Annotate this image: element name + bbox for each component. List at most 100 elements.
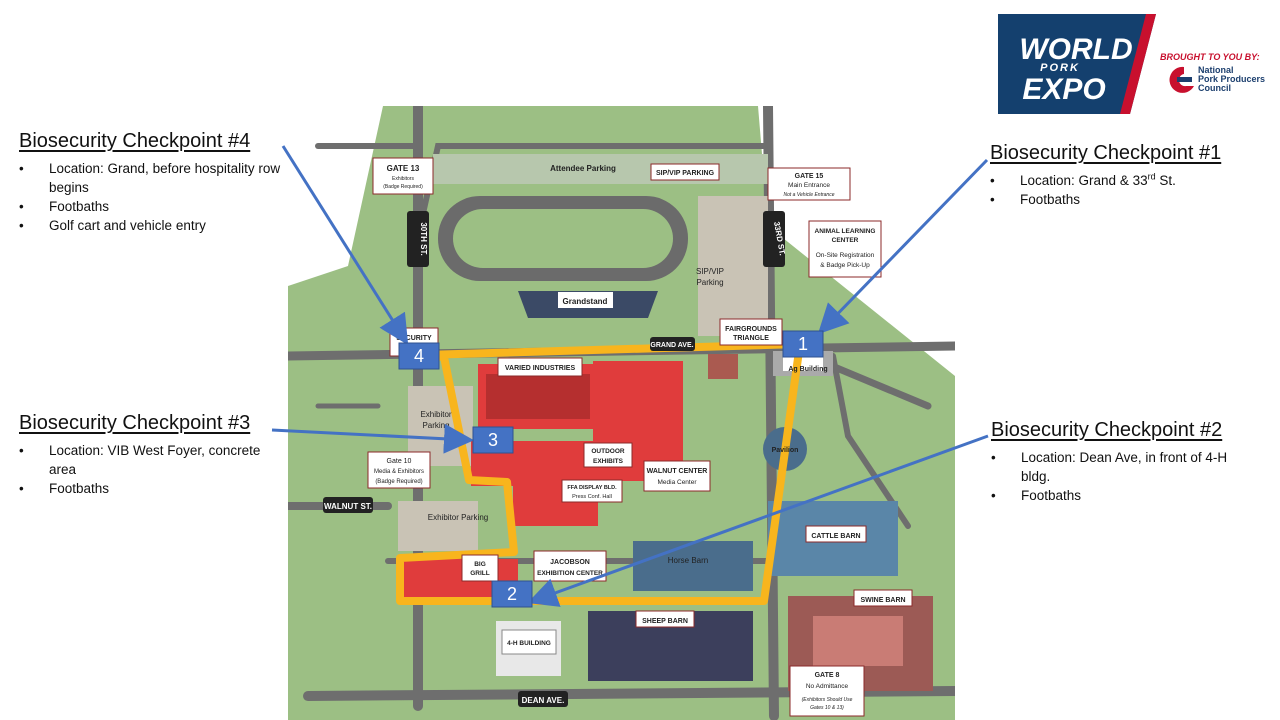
checkpoint-2-location: Location: Dean Ave, in front of 4-H bldg… (991, 448, 1256, 486)
svg-text:SHEEP BARN: SHEEP BARN (642, 618, 688, 625)
checkpoint-4-title: Biosecurity Checkpoint #4 (19, 130, 251, 152)
big-grill-label: BIG GRILL (461, 554, 499, 582)
checkpoint-marker-1[interactable]: 1 (782, 330, 824, 358)
four-h-building-label: 4-H BUILDING (501, 629, 557, 655)
gate-15-label: GATE 15 Main Entrance Not a Vehicle Entr… (767, 167, 851, 201)
arrow-checkpoint-1 (817, 158, 989, 335)
brought-to-you-by: BROUGHT TO YOU BY: (1160, 52, 1260, 62)
sip-vip-lot-label: SIP/VIP Parking (696, 267, 724, 287)
checkpoint-marker-3[interactable]: 3 (472, 426, 514, 454)
checkpoint-marker-4[interactable]: 4 (398, 342, 440, 370)
svg-text:CENTER: CENTER (832, 237, 859, 244)
exhibitor-parking-2-label: Exhibitor Parking (428, 513, 488, 522)
checkpoint-4-footbaths: Footbaths (19, 197, 284, 216)
svg-text:Media Center: Media Center (657, 479, 697, 486)
world-pork-expo-logo: WORLD PORK EXPO (998, 14, 1156, 114)
gate-10-label: Gate 10 Media & Exhibitors (Badge Requir… (367, 451, 431, 489)
varied-industries-label: VARIED INDUSTRIES (497, 357, 583, 377)
svg-text:EXHIBITION CENTER: EXHIBITION CENTER (537, 570, 603, 577)
ffa-display-label: FFA DISPLAY BLD. Press Conf. Hall (561, 479, 623, 503)
checkpoint-1-panel: Biosecurity Checkpoint #1 Location: Gran… (990, 142, 1260, 209)
checkpoint-1-location: Location: Grand & 33rd St. (990, 171, 1260, 190)
svg-text:On-Site Registration: On-Site Registration (816, 252, 875, 259)
svg-text:Press Conf. Hall: Press Conf. Hall (572, 494, 612, 500)
gate-13-label: GATE 13 Exhibitors (Badge Required) (372, 157, 434, 195)
checkpoint-marker-2[interactable]: 2 (491, 580, 533, 608)
svg-text:4: 4 (414, 346, 424, 366)
checkpoint-4-location: Location: Grand, before hospitality row … (19, 159, 284, 197)
checkpoint-2-title: Biosecurity Checkpoint #2 (991, 419, 1223, 441)
street-label-dean: DEAN AVE. (518, 691, 568, 707)
street-label-33rd: 33RD ST. (763, 211, 787, 267)
svg-text:(Badge Required): (Badge Required) (383, 184, 423, 190)
outdoor-exhibits-label: OUTDOOR EXHIBITS (583, 442, 633, 468)
svg-text:EXHIBITS: EXHIBITS (593, 458, 624, 465)
checkpoint-1-footbaths: Footbaths (990, 190, 1260, 209)
svg-text:GATE 15: GATE 15 (795, 173, 824, 180)
svg-text:SWINE BARN: SWINE BARN (860, 597, 905, 604)
svg-text:BIG: BIG (474, 561, 486, 568)
nppc-logo-icon (1169, 66, 1194, 93)
svg-text:GATE 13: GATE 13 (387, 164, 420, 173)
svg-text:FAIRGROUNDS: FAIRGROUNDS (725, 326, 777, 333)
jacobson-label: JACOBSON EXHIBITION CENTER (533, 550, 607, 582)
svg-text:WORLD: WORLD (1019, 33, 1132, 66)
checkpoint-2-footbaths: Footbaths (991, 486, 1256, 505)
sheep-barn-label: SHEEP BARN (635, 610, 695, 628)
svg-text:SIP/VIP PARKING: SIP/VIP PARKING (656, 170, 715, 177)
checkpoint-3-title: Biosecurity Checkpoint #3 (19, 412, 251, 434)
svg-text:Gate 10: Gate 10 (387, 458, 412, 465)
svg-text:Gates 10 & 13): Gates 10 & 13) (810, 705, 844, 711)
arrow-checkpoint-3 (271, 423, 474, 454)
svg-text:CATTLE BARN: CATTLE BARN (811, 533, 860, 540)
checkpoint-2-panel: Biosecurity Checkpoint #2 Location: Dean… (991, 419, 1256, 505)
street-label-30th: 30TH ST. (407, 211, 429, 267)
svg-text:2: 2 (507, 584, 517, 604)
checkpoint-4-vehicle-entry: Golf cart and vehicle entry (19, 216, 284, 235)
svg-text:(Exhibitors Should Use: (Exhibitors Should Use (802, 697, 853, 703)
animal-learning-center-label: ANIMAL LEARNING CENTER On-Site Registrat… (808, 220, 882, 278)
svg-text:Parking: Parking (696, 278, 723, 287)
fairgrounds-map: 30TH ST. 33RD ST. WALNUT ST. DEAN AVE. G… (288, 106, 955, 720)
checkpoint-3-panel: Biosecurity Checkpoint #3 Location: VIB … (19, 412, 284, 498)
checkpoint-3-footbaths: Footbaths (19, 479, 284, 498)
svg-text:Exhibitor: Exhibitor (420, 410, 451, 419)
svg-text:TRIANGLE: TRIANGLE (733, 335, 769, 342)
svg-text:Media & Exhibitors: Media & Exhibitors (374, 469, 424, 475)
arrow-checkpoint-4 (281, 145, 409, 346)
pavilion-label: Pavilion (772, 447, 799, 454)
svg-text:GATE 8: GATE 8 (815, 672, 840, 679)
svg-text:ANIMAL LEARNING: ANIMAL LEARNING (815, 228, 876, 235)
svg-text:WALNUT ST.: WALNUT ST. (324, 502, 372, 511)
walnut-center-label: WALNUT CENTER Media Center (643, 460, 711, 492)
svg-text:3: 3 (488, 430, 498, 450)
svg-text:Main Entrance: Main Entrance (788, 182, 830, 189)
svg-text:No Admittance: No Admittance (806, 683, 849, 690)
attendee-parking-label: Attendee Parking (550, 164, 616, 173)
nppc-name: National Pork Producers Council (1198, 65, 1266, 93)
svg-text:4-H BUILDING: 4-H BUILDING (507, 640, 551, 647)
svg-text:OUTDOOR: OUTDOOR (591, 448, 625, 455)
sip-vip-parking-label: SIP/VIP PARKING (650, 163, 720, 181)
arrow-checkpoint-2 (527, 434, 989, 607)
svg-text:JACOBSON: JACOBSON (550, 559, 590, 566)
cattle-barn-label: CATTLE BARN (805, 525, 867, 543)
fairgrounds-triangle-label: FAIRGROUNDS TRIANGLE (719, 318, 783, 346)
svg-text:Exhibitors: Exhibitors (392, 176, 414, 182)
checkpoint-4-panel: Biosecurity Checkpoint #4 Location: Gran… (19, 130, 284, 235)
svg-text:VARIED INDUSTRIES: VARIED INDUSTRIES (505, 365, 576, 372)
horse-barn-label: Horse Barn (668, 556, 708, 565)
svg-text:SIP/VIP: SIP/VIP (696, 267, 724, 276)
svg-text:PORK: PORK (1040, 62, 1080, 74)
swine-barn-label: SWINE BARN (853, 589, 913, 607)
svg-text:30TH ST.: 30TH ST. (419, 222, 428, 255)
svg-text:EXPO: EXPO (1022, 73, 1105, 106)
svg-text:1: 1 (798, 334, 808, 354)
svg-text:WALNUT CENTER: WALNUT CENTER (647, 468, 708, 475)
svg-text:Parking: Parking (422, 421, 449, 430)
svg-text:DEAN AVE.: DEAN AVE. (522, 696, 565, 705)
checkpoint-3-location: Location: VIB West Foyer, concrete area (19, 441, 284, 479)
ag-building-label: Ag Building (788, 366, 827, 373)
street-label-walnut: WALNUT ST. (323, 497, 373, 513)
